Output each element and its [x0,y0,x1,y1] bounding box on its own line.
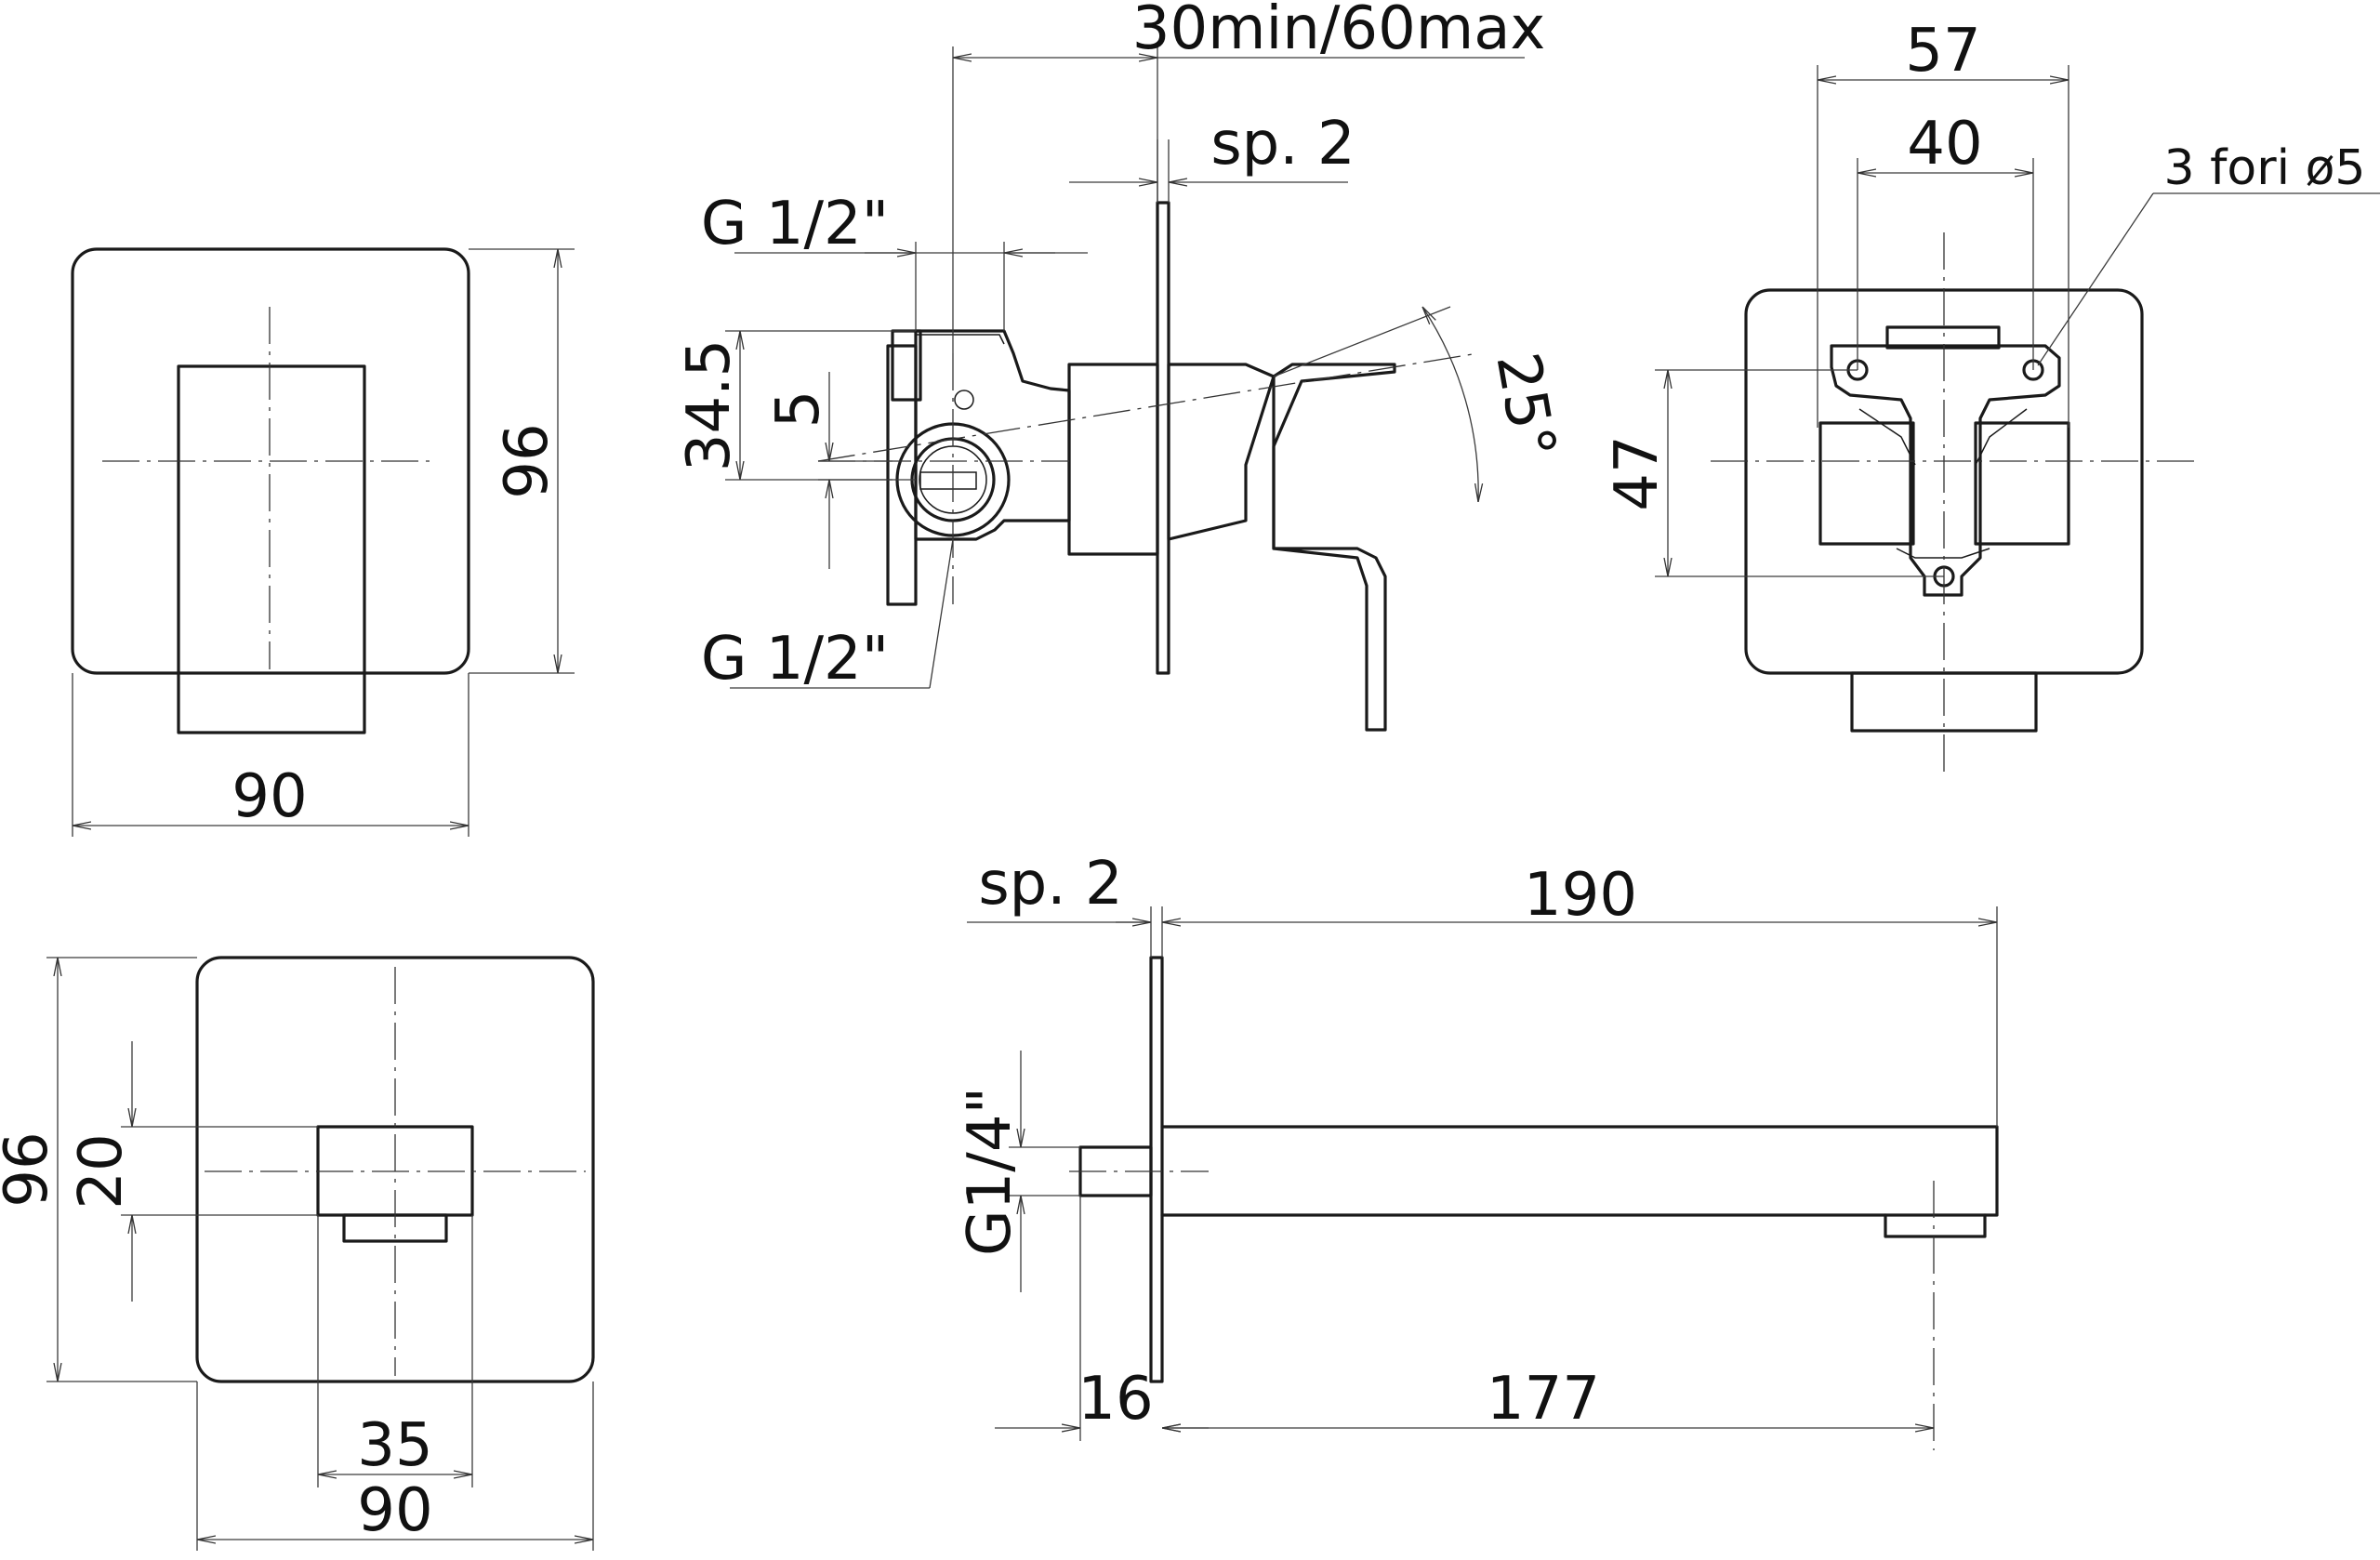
spout-plate-outline [195,956,595,1383]
spout-front-view: 96 20 35 90 [0,956,595,1551]
spout-side-view: sp. 2 190 G1/4" 16 177 [956,850,1999,1450]
lever-bottom [1850,671,2038,733]
spout-body [1160,1125,1999,1238]
dim-back-57: 57 [1905,17,1980,86]
dim-install-depth: 30min/60max [1132,0,1546,63]
inlet-right [1974,421,2070,546]
spout-wall-plate [1149,956,1164,1383]
handle-front-view: 90 96 [71,247,575,837]
dim-spout-reach: 177 [1487,1365,1600,1434]
dim-spout-plate-thickness: sp. 2 [978,850,1122,919]
dim-offset-34: 34.5 [675,339,744,472]
dim-inlet-top: G 1/2" [701,190,889,258]
dim-spout-tail: 16 [1078,1365,1153,1434]
dim-spout-outlet-height: 20 [67,1133,136,1209]
valve-body [914,329,1071,541]
wall-plate-side [1156,201,1170,675]
mounting-bracket-back [1830,344,2061,597]
lever-side [1272,363,1396,732]
mounting-bracket [886,344,918,606]
dim-spout-outlet-width: 35 [357,1411,432,1480]
dim-spout-thread: G1/4" [956,1087,1025,1256]
lever-outline [177,364,366,734]
cartridge-housing [1067,363,1159,556]
mixer-side-view: 30min/60max sp. 2 G 1/2" G 1/2" 34.5 5 2 [675,0,1568,732]
dim-inlet-bottom: G 1/2" [701,625,889,694]
wall-plate-outline [71,247,470,675]
dim-plate-thickness: sp. 2 [1210,110,1355,178]
dim-height-label: 96 [493,423,562,498]
dim-spout-plate-height: 96 [0,1131,61,1207]
dim-lever-angle: 25° [1482,348,1568,464]
dim-back-47: 47 [1603,435,1672,510]
dim-offset-5: 5 [764,390,833,429]
dim-back-40: 40 [1907,110,1982,178]
dim-mount-holes: 3 fori ø5 [2164,140,2366,196]
inlet-left [1818,421,1915,546]
dim-spout-plate-width: 90 [357,1476,432,1545]
dim-spout-length: 190 [1524,861,1637,930]
cartridge-cover [1167,363,1276,541]
dim-width-label: 90 [231,762,307,831]
mixer-back-view: 57 40 3 fori ø5 47 [1603,17,2380,772]
